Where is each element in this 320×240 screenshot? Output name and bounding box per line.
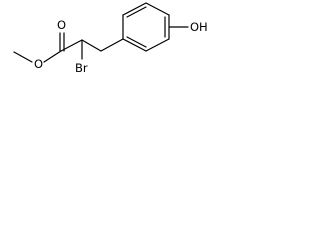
ring-bond-top-left (122, 2, 147, 16)
ring-bond-bottom-right (145, 38, 170, 52)
bromine-label: Br (75, 61, 88, 75)
ester-o-methyl-bond (13, 51, 33, 63)
carbonyl-ester-o-bond (43, 50, 62, 63)
benzene-ring (122, 2, 170, 52)
carbonyl-oxygen-label: O (57, 18, 66, 32)
ch2-chbr-bond (81, 39, 102, 52)
structure-diagram: OH Br O O (13, 2, 208, 75)
ester-oxygen-label: O (34, 57, 43, 71)
ring-double-bond-top-left (126, 6, 147, 18)
hydroxyl-label: OH (190, 20, 208, 34)
ring-double-bond-bottom-left (126, 36, 147, 48)
ring-bond-bottom-left (122, 38, 147, 52)
ring-bond-top-right (145, 2, 170, 16)
ring-ch2-bond (100, 38, 124, 52)
